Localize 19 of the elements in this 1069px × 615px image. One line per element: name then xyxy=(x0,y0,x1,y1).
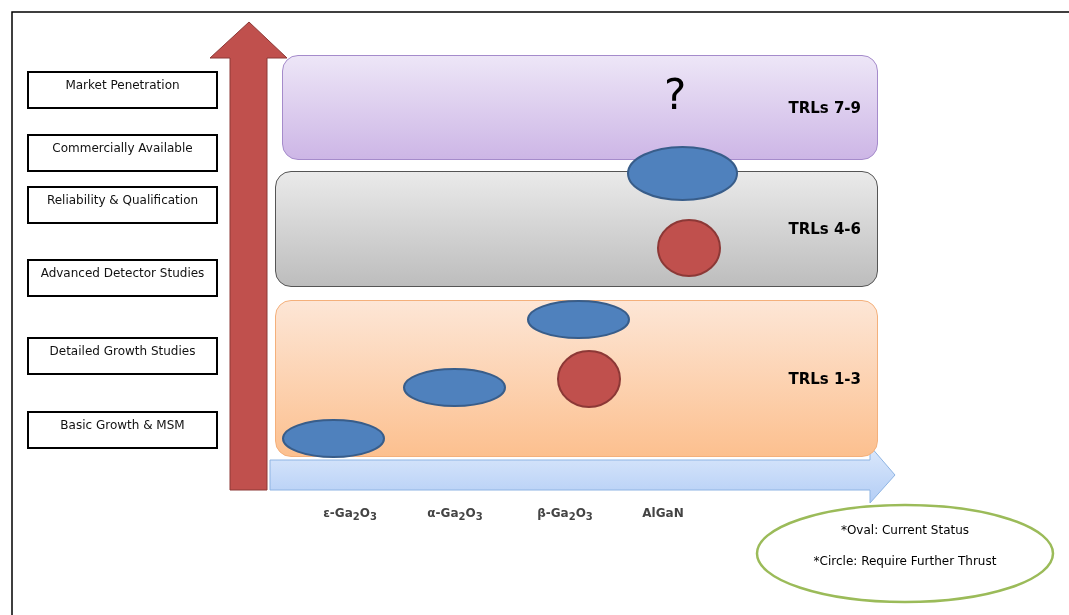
material-label: β-Ga$_{2}$O$_{3}$ xyxy=(537,506,593,523)
trl-label: TRLs 4-6 xyxy=(788,220,861,238)
stage-box: Commercially Available xyxy=(27,134,218,172)
material-label: ε-Ga$_{2}$O$_{3}$ xyxy=(323,506,377,523)
question-mark: ? xyxy=(664,74,687,116)
stage-box: Reliability & Qualification xyxy=(27,186,218,224)
stage-box: Detailed Growth Studies xyxy=(27,337,218,375)
material-label: α-Ga$_{2}$O$_{3}$ xyxy=(427,506,483,523)
legend-text: *Oval: Current Status xyxy=(840,523,970,537)
legend-text: *Circle: Require Further Thrust xyxy=(813,554,997,568)
trl-band xyxy=(275,300,878,457)
stage-box: Basic Growth & MSM xyxy=(27,411,218,449)
trl-label: TRLs 7-9 xyxy=(788,98,861,117)
trl-band xyxy=(275,171,878,287)
trl-label: TRLs 1-3 xyxy=(788,369,861,388)
stage-box: Advanced Detector Studies xyxy=(27,259,218,297)
stage-box: Market Penetration xyxy=(27,71,218,109)
trl-band xyxy=(282,55,878,160)
material-label: AlGaN xyxy=(642,506,684,520)
